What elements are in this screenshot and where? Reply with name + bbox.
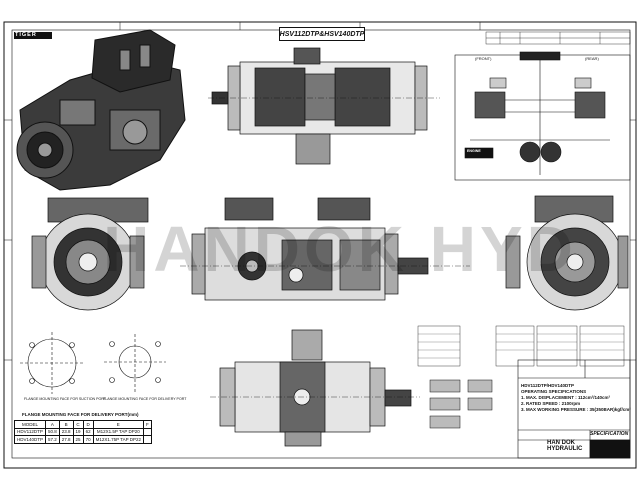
delivery-flange-caption: FLANGE MOUNTING FACE FOR DELIVERY PORT [103, 397, 187, 401]
table-cell: HDV112DTP [13, 427, 47, 436]
table-cell: M12X1.75P TAP DP22 [92, 435, 145, 444]
operating-specifications: HDV112DTP/HDV140DTP OPERATING SPECIFICAT… [521, 383, 631, 413]
table-header-cell: F [143, 420, 152, 429]
hydraulic-circuit-diagram [454, 51, 631, 181]
table-header-cell: B [58, 420, 74, 429]
table-cell [143, 427, 152, 436]
table-cell: M12X1.5P TAP DP20 [92, 427, 145, 436]
table-header-cell: D [82, 420, 94, 429]
circuit-label-rear: (REAR) [585, 56, 599, 61]
table-header-cell: A [45, 420, 60, 429]
table-header-cell: E [92, 420, 145, 429]
title-block [517, 359, 631, 459]
company-name-line: HYDRAULIC [547, 446, 583, 452]
delivery-flange-drawing [104, 334, 166, 392]
company-logo-text: HAN DOK HYDRAULIC [547, 440, 582, 452]
table-cell: 57.2 [45, 435, 60, 444]
drawing-title: HSV112DTP&HSV140DTP [279, 27, 365, 41]
brand-mark: TIGER [15, 31, 37, 38]
pump-rear-view [505, 195, 629, 311]
table-cell: 23.8 [58, 427, 74, 436]
table-cell: 62 [82, 427, 94, 436]
spec-line: 2. RATED SPEED : 2100rpm [521, 401, 581, 406]
table-cell: HDV140DTP [13, 435, 47, 444]
company-name-line: HAN DOK [547, 440, 575, 446]
spec-subheading: OPERATING SPECIFICATIONS [521, 389, 587, 394]
shaft-detail-drawings [429, 379, 493, 429]
table-header-cell: MODEL [13, 420, 47, 429]
table-row: HDV140DTP 57.2 27.8 25 70 M12X1.75P TAP … [13, 435, 152, 444]
table-cell: 25 [72, 435, 84, 444]
sheet-label: SPECIFICATION [590, 431, 629, 437]
pump-front-view [31, 197, 149, 311]
circuit-label-front: (FRONT) [475, 56, 492, 61]
spec-heading: HDV112DTP/HDV140DTP [521, 383, 575, 388]
flange-table: MODEL A B C D E F HDV112DTP 50.8 23.8 19… [13, 420, 152, 444]
table-cell: 19 [72, 427, 84, 436]
suction-flange-drawing [20, 332, 84, 394]
watermark-text: HANDOK HYD [103, 213, 577, 285]
table-cell [143, 435, 152, 444]
spline-spec-tables [417, 325, 625, 367]
circuit-label-engine: ENGINE [467, 149, 481, 153]
pump-top-view [208, 47, 440, 165]
table-row: HDV112DTP 50.8 23.8 19 62 M12X1.5P TAP D… [13, 427, 152, 436]
pump-side-view [180, 197, 470, 301]
table-header-cell: C [72, 420, 84, 429]
flange-table-caption: FLANGE MOUNTING FACE FOR DELIVERY PORT(m… [22, 412, 139, 417]
spec-line: 1. MAX. DISPLACEMENT : 112cm³/140cm³ [521, 395, 611, 400]
pump-bottom-view [210, 329, 420, 447]
spec-line: 3. MAX WORKING PRESSURE : 35(350BAR)kgf/… [521, 407, 631, 412]
table-cell: 27.8 [58, 435, 74, 444]
pump-isometric-view [16, 29, 186, 191]
table-header-row: MODEL A B C D E F [13, 420, 152, 429]
table-cell: 70 [82, 435, 94, 444]
revision-table [485, 31, 631, 45]
suction-flange-caption: FLANGE MOUNTING FACE FOR SUCTION PORT [24, 397, 106, 401]
table-cell: 50.8 [45, 427, 60, 436]
